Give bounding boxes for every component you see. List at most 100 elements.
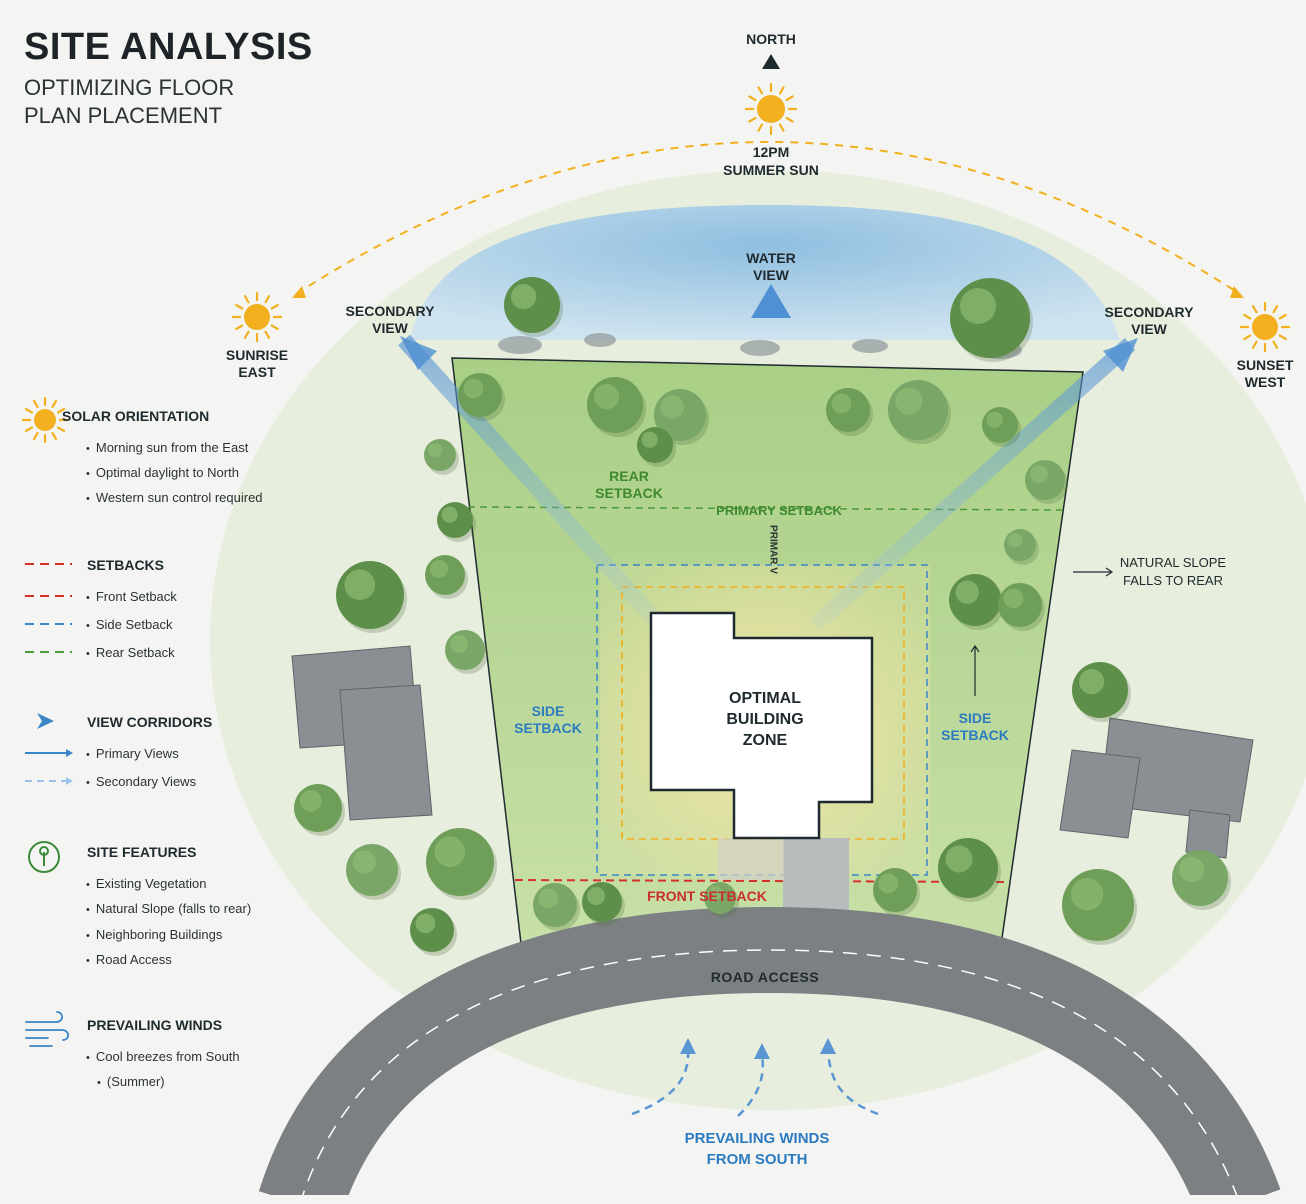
tree-icon <box>458 373 505 421</box>
noon-sun-label-1: 12PM <box>752 144 790 160</box>
tree-icon <box>425 555 468 599</box>
noon-sun-label-2: SUMMER SUN <box>723 162 819 178</box>
noon-sun-icon <box>744 82 798 136</box>
wind-arrows <box>631 1049 879 1117</box>
optimal-zone-label: OPTIMAL BUILDING ZONE <box>690 688 840 751</box>
water-view-label-1: WATER <box>746 250 796 266</box>
sunset-sun-icon <box>1239 301 1291 353</box>
tree-icon <box>654 389 709 445</box>
slope-label-1: NATURAL SLOPE <box>1119 555 1227 570</box>
tree-icon <box>637 427 676 467</box>
tree-icon <box>826 388 873 436</box>
north-arrow-icon <box>762 54 780 69</box>
legend-side-setback: Side Setback <box>86 617 173 632</box>
walkway <box>718 838 784 880</box>
tree-icon <box>346 844 401 900</box>
legend-solar-item: Western sun control required <box>86 490 263 505</box>
legend-solar-item: Optimal daylight to North <box>86 465 239 480</box>
tree-icon <box>1172 850 1231 910</box>
tree-icon <box>410 908 457 956</box>
tree-icon <box>950 278 1033 362</box>
side-setback-left-1: SIDE <box>531 703 565 719</box>
primary-view-vertical-label: PRIMAR V <box>767 525 779 574</box>
legend-solar-item: Morning sun from the East <box>86 440 248 455</box>
legend-feature-item: Existing Vegetation <box>86 876 207 891</box>
legend-secondary-views: Secondary Views <box>86 774 196 789</box>
secondary-view-right-2: VIEW <box>1131 321 1167 337</box>
legend-winds-item-note: (Summer) <box>97 1074 165 1089</box>
zone-label-1: OPTIMAL <box>729 690 801 707</box>
tree-icon <box>426 828 497 900</box>
primary-setback-line <box>467 506 1066 511</box>
page-title: SITE ANALYSIS <box>24 26 313 68</box>
building-footprint <box>649 611 874 840</box>
rear-setback-label-1: REAR <box>609 468 649 484</box>
zone-label-3: ZONE <box>742 732 788 749</box>
tree-icon <box>1025 460 1068 504</box>
wind-arrow-heads <box>680 1038 836 1059</box>
secondary-view-right-1: SECONDARY <box>1104 304 1194 320</box>
road-centerline <box>299 949 1241 1204</box>
sun-arc-end-head <box>1230 286 1244 298</box>
suns <box>21 82 1291 444</box>
winds-label-1: PREVAILING WINDS <box>684 1130 830 1147</box>
legend-feature-item: Road Access <box>86 952 172 967</box>
legend-rear-setback: Rear Setback <box>86 645 175 660</box>
sunset-label-1: SUNSET <box>1236 357 1294 373</box>
legend-solar-title: SOLAR ORIENTATION <box>62 408 210 424</box>
legend-views-title: VIEW CORRIDORS <box>87 714 213 730</box>
tree-icon <box>938 838 1001 902</box>
sunrise-label-2: EAST <box>238 364 276 380</box>
tree-icon <box>982 407 1021 447</box>
tree-icon <box>1004 529 1039 565</box>
arrow-icon <box>37 713 54 729</box>
zone-label-2: BUILDING <box>726 711 804 728</box>
page-subtitle: OPTIMIZING FLOOR PLAN PLACEMENT <box>24 75 235 128</box>
side-setback-right-1: SIDE <box>958 710 992 726</box>
sunrise-label-1: SUNRISE <box>225 347 289 363</box>
tree-icon <box>533 883 580 931</box>
legend-primary-views: Primary Views <box>86 746 179 761</box>
road-access-label: ROAD ACCESS <box>710 969 820 985</box>
view-corridors <box>398 284 1138 631</box>
tree-icon <box>437 502 476 542</box>
rear-setback-label-2: SETBACK <box>595 485 663 501</box>
tree-icon <box>873 868 920 916</box>
tree-icon <box>336 561 407 633</box>
slope-label-2: FALLS TO REAR <box>1123 573 1223 588</box>
tree-icon <box>949 574 1004 630</box>
primary-setback-label: PRIMARY SETBACK <box>716 503 842 518</box>
secondary-view-left-1: SECONDARY <box>345 303 435 319</box>
tree-icon <box>504 277 563 337</box>
tree-icon <box>424 439 459 475</box>
side-setback-right-2: SETBACK <box>941 727 1009 743</box>
legend-winds-title: PREVAILING WINDS <box>87 1017 223 1033</box>
tree-icon <box>1062 869 1137 945</box>
neighboring-buildings <box>291 645 1254 859</box>
side-setback-left-2: SETBACK <box>514 720 582 736</box>
legend-swatches <box>25 563 73 1047</box>
tree-icon <box>587 377 646 437</box>
secondary-view-left-2: VIEW <box>372 320 408 336</box>
legend-feature-item: Natural Slope (falls to rear) <box>86 901 251 916</box>
tree-icon <box>998 583 1045 631</box>
slope-arrows <box>970 567 1114 696</box>
sunset-label-2: WEST <box>1244 374 1286 390</box>
tree-icon <box>294 784 345 836</box>
sun-arc-start-head <box>292 286 306 298</box>
legend-front-setback: Front Setback <box>86 589 177 604</box>
sunrise-sun-icon <box>231 291 283 343</box>
tree-icon <box>582 882 625 926</box>
tree-icon <box>1072 662 1131 722</box>
tree-icon <box>704 882 739 918</box>
legend-setbacks-title: SETBACKS <box>87 557 165 573</box>
water-body <box>410 205 1120 340</box>
front-setback-label: FRONT SETBACK <box>647 888 767 904</box>
tree-icon <box>445 630 488 674</box>
existing-trees <box>294 277 1231 956</box>
water-view-label-2: VIEW <box>753 267 789 283</box>
tree-icon <box>28 841 60 873</box>
winds-label-2: FROM SOUTH <box>706 1151 808 1168</box>
front-setback-line <box>514 879 1006 883</box>
